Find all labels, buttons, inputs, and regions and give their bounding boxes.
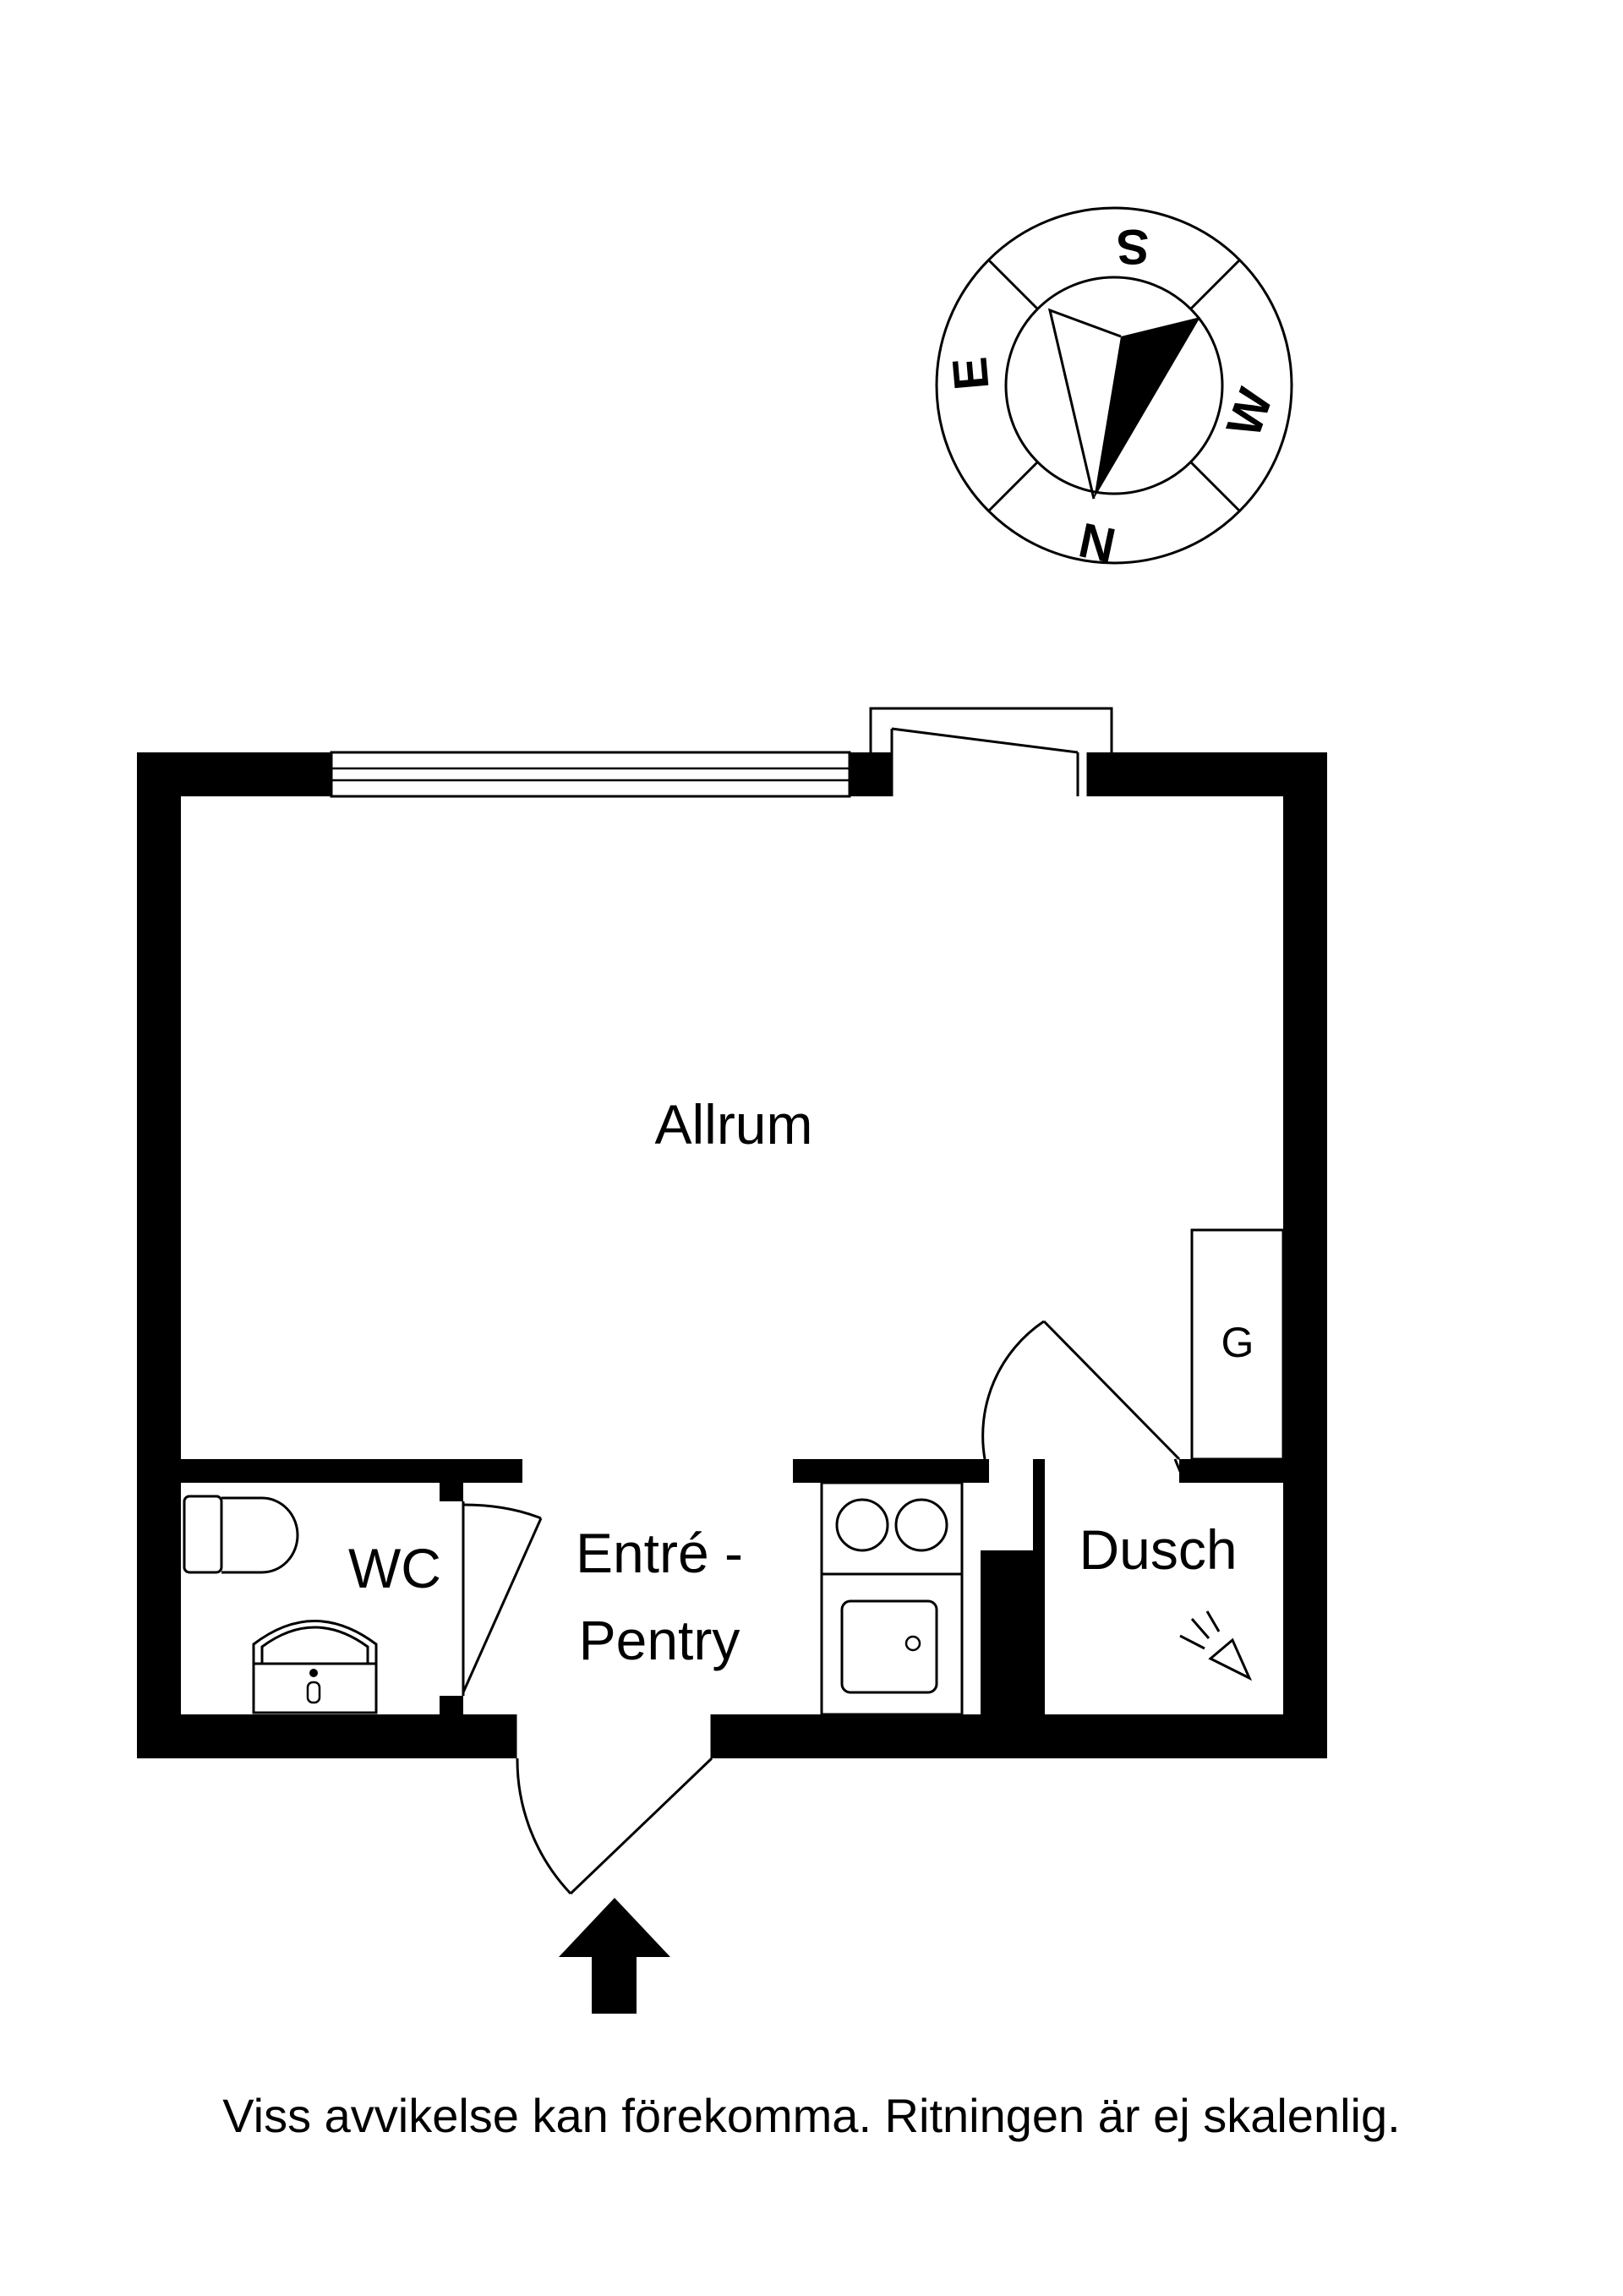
balcony-door [869, 707, 1113, 796]
wardrobe: G [1190, 1228, 1285, 1461]
room-label-dusch: Dusch [1079, 1518, 1237, 1581]
room-label-entre-line2: Pentry [579, 1609, 740, 1671]
kitchenette [820, 1481, 964, 1716]
entrance-door [514, 1714, 713, 1895]
sink-icon [252, 1620, 378, 1714]
disclaimer-text: Viss avvikelse kan förekomma. Ritningen … [222, 2089, 1401, 2142]
interior-walls [181, 1459, 1285, 1718]
stove-icon [820, 1481, 964, 1576]
compass-west-label: W [1216, 381, 1284, 444]
wc-door [462, 1501, 543, 1696]
shower-head-icon [1179, 1610, 1253, 1681]
room-label-wc: WC [348, 1537, 441, 1599]
shower-door [981, 1320, 1185, 1480]
wardrobe-label: G [1221, 1319, 1254, 1366]
compass-rose: S N E W [935, 206, 1293, 574]
toilet-icon [183, 1495, 299, 1574]
compass-needle-icon [1047, 308, 1200, 500]
window [330, 751, 851, 798]
exterior-walls [137, 752, 1327, 1758]
compass-south-label: S [1117, 219, 1150, 274]
entrance-arrow-icon [559, 1898, 670, 2014]
compass-north-label: N [1074, 512, 1120, 573]
compass-east-label: E [942, 355, 999, 392]
room-label-allrum: Allrum [654, 1093, 812, 1156]
room-label-entre-line1: Entré - [576, 1522, 743, 1584]
kitchen-sink-icon [840, 1599, 938, 1694]
